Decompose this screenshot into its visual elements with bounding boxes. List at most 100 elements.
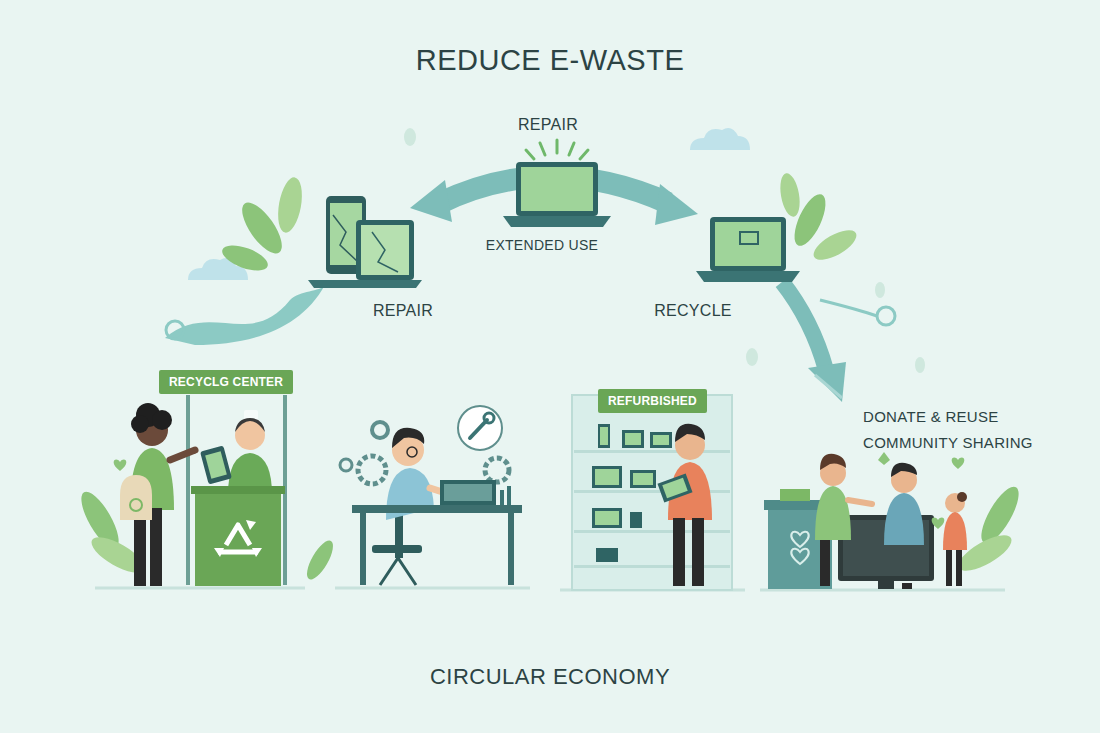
repair-technician <box>340 459 352 471</box>
family <box>114 460 127 471</box>
laptop-icon <box>556 140 559 153</box>
laptop-icon <box>516 162 598 216</box>
repair-technician <box>380 558 416 585</box>
laptop-icon <box>526 150 534 159</box>
refurbished-shelf <box>600 427 608 445</box>
recycling-booth <box>218 525 258 552</box>
stage-label: REPAIR <box>373 302 433 320</box>
repair-technician <box>508 513 514 585</box>
refurbished-shelf <box>625 433 641 445</box>
caption: CIRCULAR ECONOMY <box>430 664 670 690</box>
family <box>902 583 912 589</box>
repair-technician <box>440 480 496 505</box>
refurbished-shelf <box>574 565 730 568</box>
sign-banner: RECYCLG CENTER <box>159 370 293 394</box>
repair-technician <box>372 545 422 553</box>
leaf-cluster <box>746 348 758 366</box>
laptop-icon <box>710 217 786 271</box>
stage-label: RECYCLE <box>654 302 732 320</box>
repair-technician <box>470 420 487 438</box>
repair-technician <box>352 505 522 513</box>
refurbished-shelf <box>633 473 653 485</box>
recycling-booth <box>214 548 224 557</box>
cloud <box>690 128 750 150</box>
repair-technician <box>500 490 504 505</box>
cycle-arrow <box>820 300 877 316</box>
repair-technician <box>444 484 492 501</box>
family <box>820 454 846 470</box>
laptop-icon <box>521 167 593 211</box>
recycling-booth <box>191 486 285 494</box>
refurbished-shelf <box>650 432 672 448</box>
refurbished-shelf <box>622 430 644 448</box>
leaf-cluster <box>219 240 271 275</box>
refurbished-shelf <box>592 424 672 562</box>
family <box>884 493 924 545</box>
person <box>130 499 142 511</box>
sign-text: RECYCLG CENTER <box>169 375 283 389</box>
cycle-arrow <box>410 180 452 222</box>
family <box>114 452 967 589</box>
cycle-arrow <box>782 282 826 370</box>
family <box>946 550 952 586</box>
cloud <box>188 128 750 280</box>
broken-devices <box>361 225 409 275</box>
family <box>891 463 917 477</box>
refurbished-shelf <box>595 469 619 485</box>
ground <box>95 588 1005 590</box>
donation-bin <box>791 549 808 564</box>
laptop-icon <box>696 271 800 282</box>
cycle-arrow <box>166 321 184 339</box>
laptop-icon <box>580 150 588 159</box>
cycle-arrow <box>655 184 698 225</box>
person <box>673 518 685 586</box>
family <box>943 512 967 550</box>
laptop-icon <box>740 232 758 244</box>
recycling-booth <box>195 492 281 586</box>
person <box>152 410 172 430</box>
family <box>820 540 830 586</box>
refurbished-shelf <box>592 508 622 528</box>
repair-technician <box>407 447 417 457</box>
refurbished-shelf <box>574 450 730 453</box>
repair-technician <box>372 422 388 438</box>
laptop-icon <box>503 140 800 282</box>
family <box>815 486 851 540</box>
person <box>657 424 712 586</box>
leaf-cluster <box>404 128 416 146</box>
stage-label: REPAIR <box>518 116 578 134</box>
repair-technician <box>485 458 509 482</box>
broken-devices <box>372 232 398 272</box>
leaf-cluster <box>915 357 925 373</box>
broken-devices <box>308 196 422 288</box>
scene-label: DONATE & REUSE COMMUNITY SHARING <box>863 404 1041 457</box>
laptop-icon <box>540 143 545 155</box>
leaf-cluster <box>302 537 338 583</box>
refurbished-shelf <box>574 530 730 533</box>
ground <box>95 587 305 590</box>
cycle-arrow <box>877 307 895 325</box>
refurbished-shelf <box>598 424 610 448</box>
cycle-arrow <box>165 285 325 345</box>
sign-banner: REFURBISHED <box>598 389 707 413</box>
stage-label: EXTENDED USE <box>486 237 599 253</box>
repair-technician <box>507 486 511 505</box>
person <box>662 478 687 499</box>
refurbished-shelf <box>572 395 732 590</box>
family <box>848 500 872 504</box>
cycle-arrow <box>815 375 842 398</box>
recycling-booth <box>200 445 232 484</box>
family <box>952 458 965 469</box>
leaf-cluster <box>809 224 861 265</box>
family <box>932 518 945 529</box>
repair-technician <box>360 513 366 585</box>
repair-technician <box>340 406 522 585</box>
leaf-cluster <box>777 172 802 218</box>
broken-devices <box>356 220 414 280</box>
repair-technician <box>358 456 386 484</box>
ground <box>335 587 530 590</box>
recycling-booth <box>246 520 256 530</box>
person <box>657 473 692 502</box>
